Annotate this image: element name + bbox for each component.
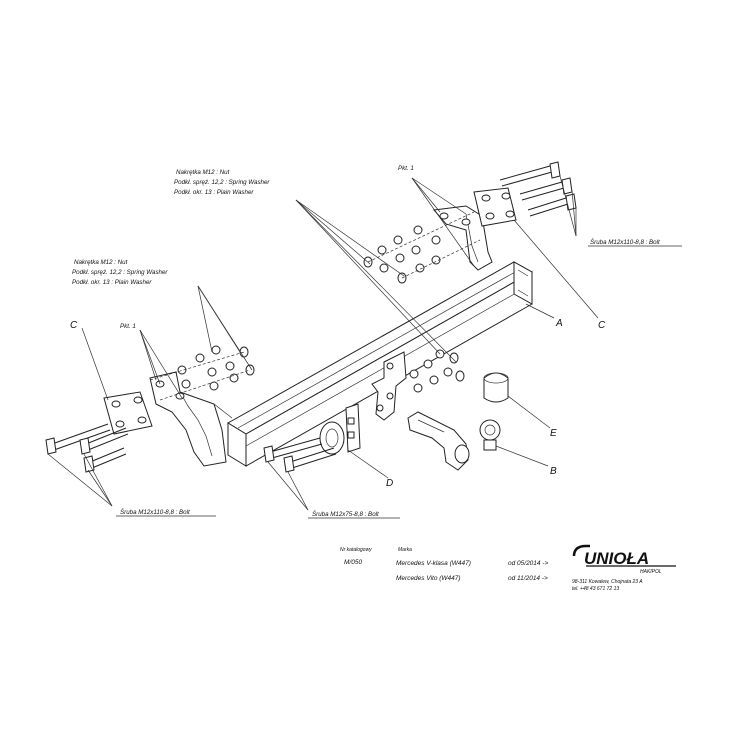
nut-top-line2: Podkł. spręż. 12,2 : Spring Washer bbox=[174, 179, 270, 186]
leader-lines bbox=[47, 175, 599, 511]
tow-ball-cap-e bbox=[483, 372, 509, 403]
tow-ball-neck-b bbox=[407, 411, 501, 471]
catalog-number-label: Nr katalogowy bbox=[340, 547, 372, 553]
brand-name: UNIOŁA bbox=[584, 549, 649, 568]
label-c-left: C bbox=[70, 320, 78, 331]
model-2: Mercedes Vito (W447) bbox=[396, 575, 461, 582]
left-bolts bbox=[45, 423, 129, 473]
bolt-right-label: Śruba M12x110-8,8 : Bolt bbox=[590, 239, 660, 246]
nut-top-line1: Nakrętka M12 : Nut bbox=[176, 169, 230, 176]
nut-left-line3: Podkł. okr. 13 : Plain Washer bbox=[72, 279, 152, 286]
label-e: E bbox=[550, 428, 557, 439]
nut-top-line3: Podkł. okr. 13 : Plain Washer bbox=[174, 189, 254, 196]
address-line1: 98-311 Kowalew, Chojnata 23 A bbox=[572, 579, 643, 585]
title-block: Nr katalogowy M/050 Marka Mercedes V-kla… bbox=[340, 544, 676, 592]
label-a: A bbox=[555, 318, 563, 329]
catalog-number: M/050 bbox=[344, 559, 362, 566]
center-hitch-bracket bbox=[371, 351, 407, 421]
nut-left-line2: Podkł. spręż. 12,2 : Spring Washer bbox=[72, 269, 168, 276]
label-b: B bbox=[550, 466, 557, 477]
address-line2: tel. +48 43 671 72 13 bbox=[572, 586, 619, 592]
left-plate-c bbox=[103, 391, 153, 435]
left-side-bracket bbox=[149, 371, 233, 467]
right-bolts bbox=[499, 161, 577, 217]
date-1: od 05/2014 -> bbox=[508, 560, 549, 567]
pkt1-left-label: Pkt. 1 bbox=[120, 323, 136, 330]
make-label: Marka bbox=[398, 547, 412, 553]
right-side-bracket bbox=[433, 205, 493, 271]
bolt-bottom-label: Śruba M12x75-8,8 : Bolt bbox=[312, 511, 379, 518]
nut-left-line1: Nakrętka M12 : Nut bbox=[74, 259, 128, 266]
socket-plate-d bbox=[319, 403, 361, 455]
pkt1-right-label: Pkt. 1 bbox=[398, 165, 414, 172]
brand-logo: UNIOŁA HAKIPOL bbox=[572, 544, 676, 575]
date-2: od 11/2014 -> bbox=[508, 575, 548, 582]
model-1: Mercedes V-klasa (W447) bbox=[396, 560, 471, 567]
label-c-right: C bbox=[598, 320, 606, 331]
label-d: D bbox=[386, 478, 393, 489]
right-plate-c bbox=[473, 187, 517, 227]
bolt-left-label: Śruba M12x110-8,8 : Bolt bbox=[120, 509, 190, 516]
bottom-bolts bbox=[263, 437, 337, 473]
brand-sub: HAKIPOL bbox=[640, 569, 662, 575]
left-nut-washer-set bbox=[149, 345, 255, 401]
